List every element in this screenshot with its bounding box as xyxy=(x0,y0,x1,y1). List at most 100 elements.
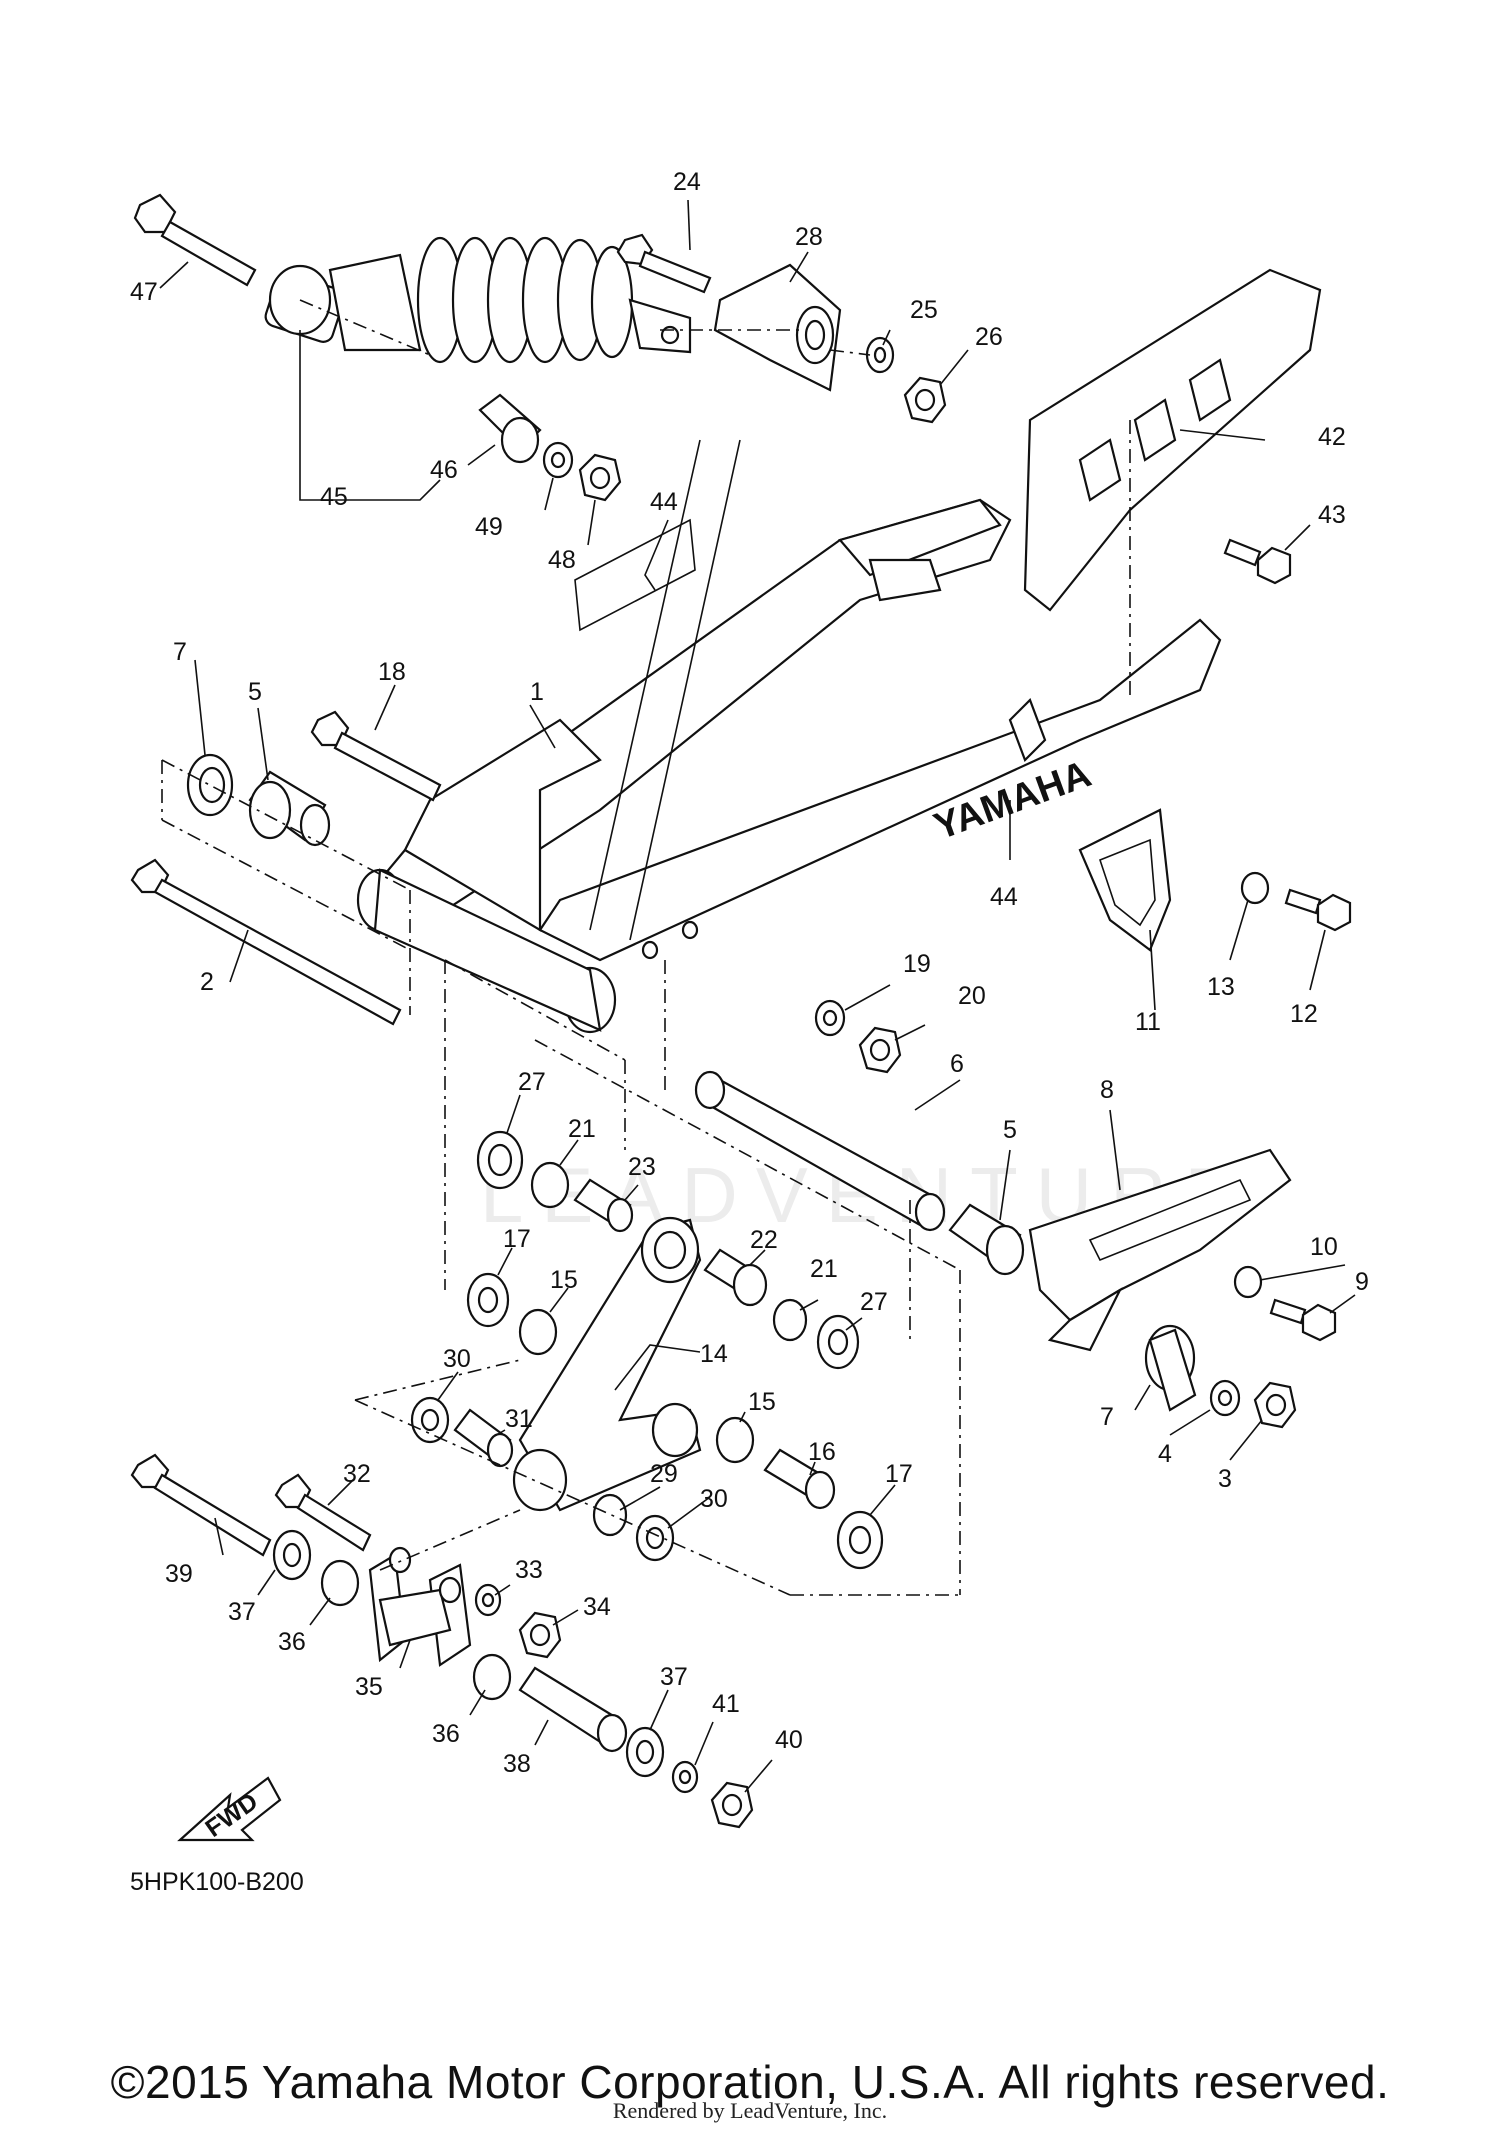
callout-21b: 21 xyxy=(810,1255,838,1283)
connecting-rod-35 xyxy=(368,1546,472,1667)
callout-49: 49 xyxy=(475,513,503,541)
callout-12: 12 xyxy=(1290,1000,1318,1028)
callout-4: 4 xyxy=(1158,1440,1172,1468)
callout-26: 26 xyxy=(975,323,1003,351)
callout-36: 36 xyxy=(278,1628,306,1656)
callout-17: 17 xyxy=(503,1225,531,1253)
callout-43: 43 xyxy=(1318,501,1346,529)
callout-15b: 15 xyxy=(748,1388,776,1416)
callout-18: 18 xyxy=(378,658,406,686)
bolt-47 xyxy=(133,193,257,287)
callout-27b: 27 xyxy=(860,1288,888,1316)
oil-seal-17b xyxy=(836,1510,884,1570)
bushing-15b xyxy=(715,1416,755,1464)
collar-22 xyxy=(703,1248,768,1307)
callout-1: 1 xyxy=(530,678,544,706)
callout-7: 7 xyxy=(173,638,187,666)
bolt-43 xyxy=(1223,538,1292,585)
callout-14: 14 xyxy=(700,1340,728,1368)
bushing-5b xyxy=(948,1203,1025,1276)
chain-guide-42 xyxy=(1023,268,1322,612)
nut-3 xyxy=(1253,1381,1297,1429)
callout-46: 46 xyxy=(430,456,458,484)
diagram-code: 5HPK100-B200 xyxy=(130,1868,304,1896)
callout-40: 40 xyxy=(775,1726,803,1754)
callout-39: 39 xyxy=(165,1560,193,1588)
callout-22: 22 xyxy=(750,1226,778,1254)
washer-41 xyxy=(671,1760,699,1794)
callout-9: 9 xyxy=(1355,1268,1369,1296)
nut-34 xyxy=(518,1611,562,1659)
oil-seal-7 xyxy=(186,753,234,817)
bushing-36 xyxy=(320,1559,360,1607)
callout-48: 48 xyxy=(548,546,576,574)
callout-7b: 7 xyxy=(1100,1403,1114,1431)
leader-lines xyxy=(159,199,1356,1793)
bolt-24 xyxy=(616,233,712,294)
bolt-39 xyxy=(130,1453,272,1557)
callout-25: 25 xyxy=(910,296,938,324)
oil-seal-30 xyxy=(410,1396,450,1444)
oil-seal-7b xyxy=(1144,1324,1197,1412)
callout-32: 32 xyxy=(343,1460,371,1488)
bushing-36b xyxy=(472,1653,512,1701)
callout-47: 47 xyxy=(130,278,158,306)
nut-20 xyxy=(858,1026,902,1074)
pivot-shaft-2 xyxy=(130,858,402,1026)
callout-6: 6 xyxy=(950,1050,964,1078)
bushing-21 xyxy=(530,1161,570,1209)
callout-20: 20 xyxy=(958,982,986,1010)
collar-13 xyxy=(1240,871,1270,905)
copyright-notice: ©2015 Yamaha Motor Corporation, U.S.A. A… xyxy=(110,2056,1390,2108)
callout-45: 45 xyxy=(320,483,348,511)
swingarm-1: YAMAHA xyxy=(356,498,1222,1034)
bushing-15 xyxy=(518,1308,558,1356)
oil-seal-17 xyxy=(466,1272,510,1328)
callout-15: 15 xyxy=(550,1266,578,1294)
nut-26 xyxy=(903,376,947,424)
oil-seal-27b xyxy=(816,1314,860,1370)
oil-seal-37 xyxy=(272,1529,312,1581)
collar-46 xyxy=(478,393,542,464)
callout-35: 35 xyxy=(355,1673,383,1701)
collar-31 xyxy=(453,1408,514,1468)
callout-38: 38 xyxy=(503,1750,531,1778)
callout-34: 34 xyxy=(583,1593,611,1621)
collar-38 xyxy=(518,1666,628,1753)
callout-5: 5 xyxy=(248,678,262,706)
callout-13: 13 xyxy=(1207,973,1235,1001)
washer-49 xyxy=(542,441,574,479)
callout-2: 2 xyxy=(200,968,214,996)
relay-arm-14 xyxy=(512,1216,702,1512)
callout-33: 33 xyxy=(515,1556,543,1584)
decal-44 xyxy=(574,518,696,632)
collar-10 xyxy=(1233,1265,1263,1299)
callout-30: 30 xyxy=(443,1345,471,1373)
oil-seal-37b xyxy=(625,1726,665,1778)
oil-seal-27 xyxy=(476,1130,524,1190)
callout-41: 41 xyxy=(712,1690,740,1718)
nut-40 xyxy=(710,1781,754,1829)
collar-23 xyxy=(573,1178,634,1233)
washer-19 xyxy=(814,999,846,1037)
callout-31: 31 xyxy=(505,1405,533,1433)
oil-seal-30b xyxy=(635,1514,675,1562)
bolt-9 xyxy=(1269,1298,1337,1342)
callout-44: 44 xyxy=(650,488,678,516)
washer-25 xyxy=(865,336,895,374)
assembly-lines xyxy=(161,299,1131,1596)
washer-4 xyxy=(1209,1379,1241,1417)
callout-16: 16 xyxy=(808,1438,836,1466)
callout-30b: 30 xyxy=(700,1485,728,1513)
bracket-28 xyxy=(713,263,842,392)
callout-5b: 5 xyxy=(1003,1116,1017,1144)
callout-44b: 44 xyxy=(990,883,1018,911)
fwd-arrow-icon: FWD xyxy=(177,1776,282,1843)
bushing-29 xyxy=(592,1493,628,1537)
callout-36b: 36 xyxy=(432,1720,460,1748)
washer-33 xyxy=(474,1583,502,1617)
callout-29: 29 xyxy=(650,1460,678,1488)
callout-23: 23 xyxy=(628,1153,656,1181)
callout-3: 3 xyxy=(1218,1465,1232,1493)
